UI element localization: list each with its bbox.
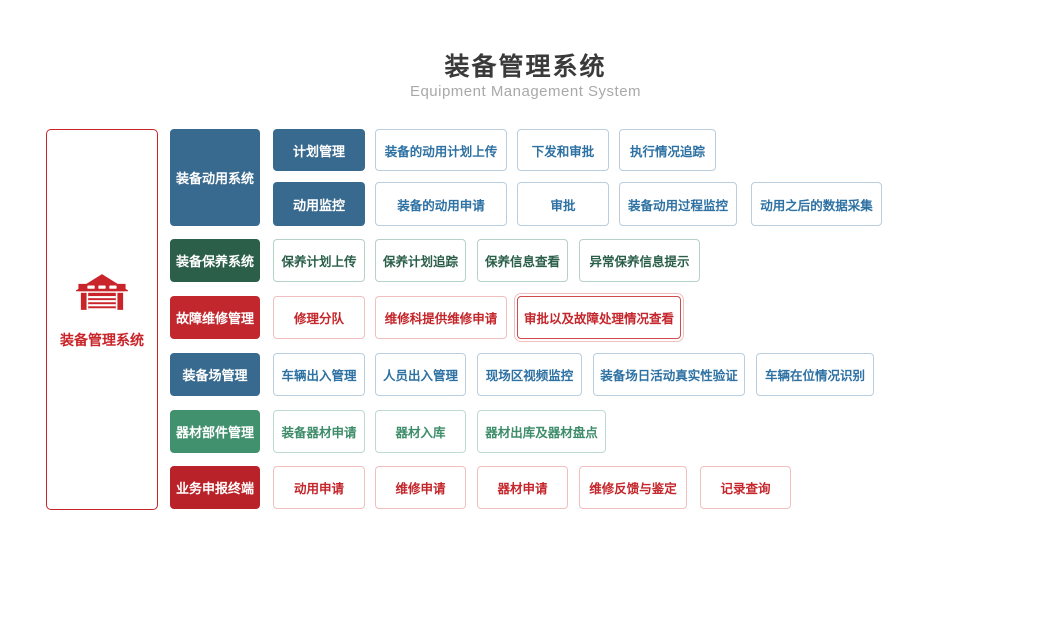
group-block-declaration-terminal: 业务申报终端	[170, 466, 260, 509]
group-block-yard-management: 装备场管理	[170, 353, 260, 396]
feature-box: 保养计划上传	[273, 239, 365, 282]
feature-box: 动用申请	[273, 466, 365, 509]
module-block-deployment-monitoring: 动用监控	[273, 182, 365, 226]
feature-box: 现场区视频监控	[477, 353, 582, 396]
feature-box: 装备的动用计划上传	[375, 129, 507, 171]
module-block-plan-management: 计划管理	[273, 129, 365, 171]
group-block-repair-management: 故障维修管理	[170, 296, 260, 339]
root-system-label: 装备管理系统	[60, 331, 144, 348]
feature-box: 装备器材申请	[273, 410, 365, 453]
feature-box: 器材申请	[477, 466, 568, 509]
feature-box: 人员出入管理	[375, 353, 466, 396]
feature-box: 器材入库	[375, 410, 466, 453]
feature-box: 保养信息查看	[477, 239, 568, 282]
feature-box: 车辆在位情况识别	[756, 353, 874, 396]
page-subtitle: Equipment Management System	[409, 83, 642, 100]
warehouse-icon	[76, 270, 128, 319]
feature-box: 动用之后的数据采集	[751, 182, 882, 226]
feature-box: 审批以及故障处理情况查看	[514, 293, 684, 342]
feature-box: 审批	[517, 182, 609, 226]
feature-box: 装备场日活动真实性验证	[593, 353, 745, 396]
feature-box: 装备的动用申请	[375, 182, 507, 226]
group-block-deployment-system: 装备动用系统	[170, 129, 260, 226]
feature-box: 异常保养信息提示	[579, 239, 700, 282]
feature-box: 维修反馈与鉴定	[579, 466, 687, 509]
feature-box: 车辆出入管理	[273, 353, 365, 396]
page-title: 装备管理系统	[444, 53, 607, 81]
feature-box: 器材出库及器材盘点	[477, 410, 606, 453]
feature-box: 保养计划追踪	[375, 239, 466, 282]
group-block-parts-management: 器材部件管理	[170, 410, 260, 453]
root-system-box: 装备管理系统	[46, 129, 158, 510]
feature-box: 记录查询	[700, 466, 791, 509]
feature-box: 下发和审批	[517, 129, 609, 171]
feature-box: 执行情况追踪	[619, 129, 716, 171]
group-block-maintenance-system: 装备保养系统	[170, 239, 260, 282]
feature-box: 装备动用过程监控	[619, 182, 737, 226]
root-system-content: 装备管理系统	[60, 270, 144, 350]
feature-box: 修理分队	[273, 296, 365, 339]
feature-box: 维修科提供维修申请	[375, 296, 507, 339]
feature-box: 维修申请	[375, 466, 466, 509]
